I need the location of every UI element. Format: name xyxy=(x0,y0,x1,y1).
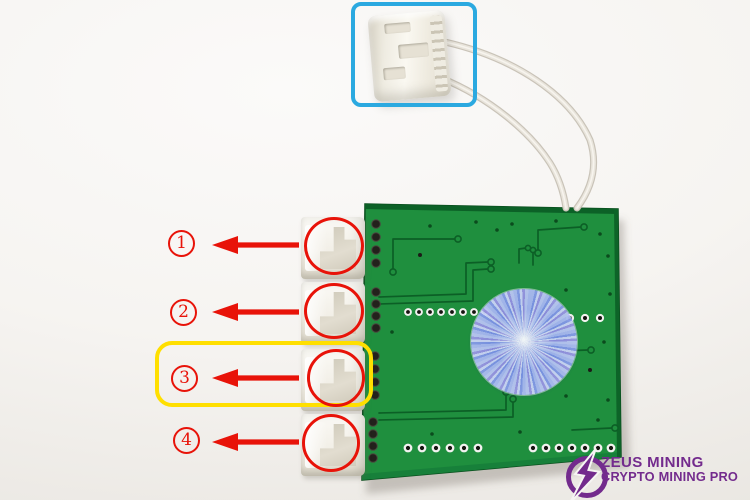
circled-number-icon: 2 xyxy=(170,299,197,326)
cable-connector-highlight-box xyxy=(351,2,477,107)
arrow-left-icon xyxy=(212,433,299,451)
lightning-bolt-icon xyxy=(569,447,602,500)
callout-circle-2 xyxy=(304,283,364,339)
circled-number-icon: 1 xyxy=(168,230,195,257)
callout-circle-4 xyxy=(302,414,360,472)
callout-arrows xyxy=(212,236,299,451)
brand-line-1: ZEUS MINING xyxy=(601,454,704,471)
arrow-left-icon xyxy=(212,236,299,254)
brand-text: ZEUS MINING CRYPTO MINING PRO xyxy=(601,455,738,484)
pcb-vias xyxy=(390,219,612,436)
socket-3-highlight-box xyxy=(155,341,373,407)
callout-circle-3 xyxy=(307,349,365,407)
callout-circle-1 xyxy=(304,217,364,275)
circled-number-icon: 3 xyxy=(171,365,198,392)
circled-number-icon: 4 xyxy=(173,427,200,454)
arrow-left-icon xyxy=(212,303,299,321)
hologram-sticker xyxy=(471,289,577,395)
trace-pads xyxy=(389,223,619,432)
brand-line-2: CRYPTO MINING PRO xyxy=(601,469,739,484)
arrow-left-icon xyxy=(212,369,299,387)
through-holes xyxy=(403,308,616,453)
pcb-traces xyxy=(378,226,613,431)
